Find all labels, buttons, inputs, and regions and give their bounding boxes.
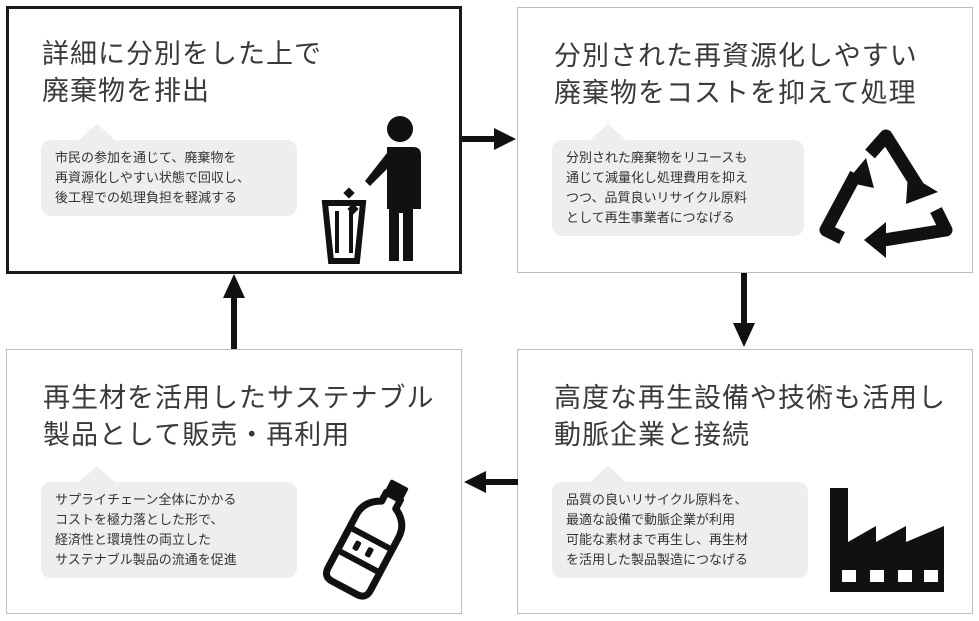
- arrow-down: [733, 273, 755, 347]
- step-box-processing: 分別された再資源化しやすい 廃棄物をコストを抑えて処理 分別された廃棄物をリユー…: [517, 7, 973, 273]
- arrow-left: [464, 471, 518, 493]
- step-description: 品質の良いリサイクル原料を、 最適な設備で動脈企業が利用 可能な素材まで再生し、…: [552, 466, 808, 578]
- step-title: 分別された再資源化しやすい 廃棄物をコストを抑えて処理: [554, 41, 918, 109]
- trash-disposal-icon: [321, 116, 421, 264]
- step-box-sales: 再生材を活用したサステナブル 製品として販売・再利用 サプライチェーン全体にかか…: [6, 349, 462, 614]
- step-box-disposal: 詳細に分別をした上で 廃棄物を排出 市民の参加を通じて、廃棄物を 再資源化しやす…: [6, 6, 462, 274]
- step-description: サプライチェーン全体にかかる コストを極力落とした形で、 経済性と環境性の両立し…: [41, 466, 297, 578]
- arrow-up: [223, 274, 245, 349]
- step-box-regeneration: 高度な再生設備や技術も活用し 動脈企業と接続 品質の良いリサイクル原料を、 最適…: [517, 349, 973, 614]
- step-title: 再生材を活用したサステナブル 製品として販売・再利用: [43, 383, 435, 451]
- factory-icon: [830, 488, 944, 592]
- step-title: 詳細に分別をした上で 廃棄物を排出: [42, 39, 322, 107]
- recycle-icon: [819, 129, 953, 258]
- step-description: 分別された廃棄物をリユースも 通じて減量化し処理費用を抑え つつ、品質良いリサイ…: [552, 124, 804, 236]
- plastic-bottle-icon: [323, 479, 409, 600]
- arrow-right: [462, 128, 516, 150]
- step-title: 高度な再生設備や技術も活用し 動脈企業と接続: [554, 383, 946, 451]
- step-description: 市民の参加を通じて、廃棄物を 再資源化しやすい状態で回収し、 後工程での処理負担…: [41, 124, 297, 216]
